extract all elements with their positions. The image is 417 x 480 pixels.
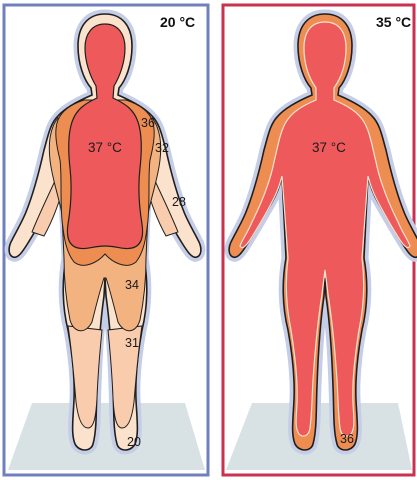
cold-isotherm-label: 32 bbox=[155, 141, 169, 155]
cold-isotherm-label: 36 bbox=[141, 116, 155, 130]
cold-isotherm-label: 31 bbox=[125, 336, 139, 350]
cold-core-temperature: 37 °C bbox=[88, 140, 122, 155]
warm-isotherm-label: 36 bbox=[340, 432, 354, 446]
cold-environment-panel: 20 °C 37 °C 36 32 28 34 31 20 bbox=[4, 5, 208, 475]
cold-panel-floor bbox=[8, 403, 205, 470]
cold-ambient-temperature: 20 °C bbox=[160, 14, 195, 30]
cold-isotherm-label: 20 bbox=[127, 435, 141, 449]
cold-isotherm-label: 34 bbox=[125, 278, 139, 292]
warm-ambient-temperature: 35 °C bbox=[376, 14, 411, 30]
warm-environment-panel: 35 °C 37 °C 36 bbox=[223, 5, 417, 475]
cold-isotherm-label: 28 bbox=[172, 195, 186, 209]
warm-core-temperature: 37 °C bbox=[312, 140, 346, 155]
